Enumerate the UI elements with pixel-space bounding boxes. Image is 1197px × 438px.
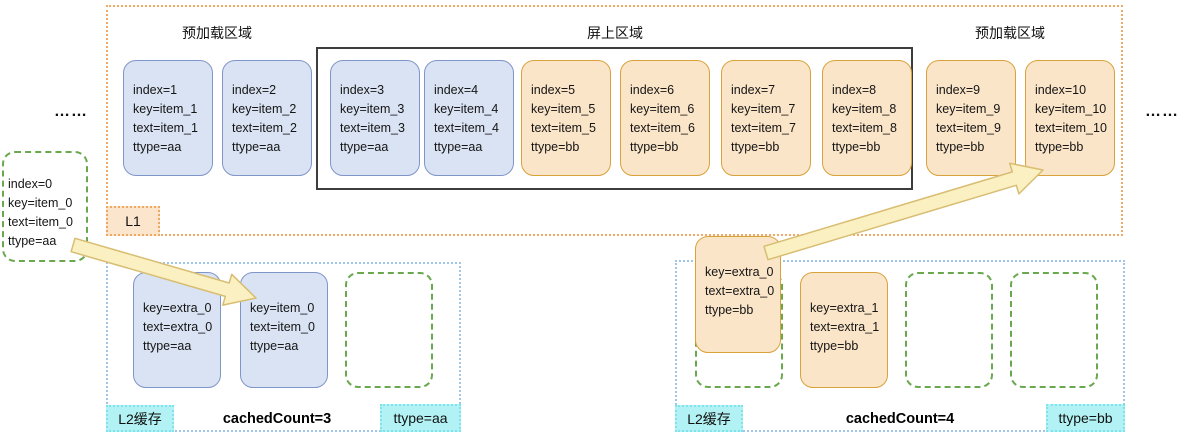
- l1-card-index-3: index=3 key=item_3 text=item_3 ttype=aa: [330, 60, 420, 176]
- card-text-line: ttype=aa: [143, 339, 192, 353]
- card-text-line: ttype=aa: [232, 140, 281, 154]
- card-text-line: text=item_10: [1035, 121, 1107, 135]
- card-text-line: key=item_5: [531, 102, 596, 116]
- card-text-line: index=5: [531, 83, 576, 97]
- card-text-line: index=7: [731, 83, 776, 97]
- card-text-line: ttype=aa: [8, 234, 57, 248]
- cached-count-left: cachedCount=3: [222, 411, 332, 427]
- card-text-line: index=1: [133, 83, 178, 97]
- card-text-line: index=4: [434, 83, 479, 97]
- card-text-line: index=3: [340, 83, 385, 97]
- l2-left-cached-card-0: key=extra_0 text=extra_0 ttype=aa: [133, 272, 221, 388]
- ttype-badge-left: ttype=aa: [380, 404, 461, 432]
- card-text-line: ttype=bb: [531, 140, 580, 154]
- card-text-line: index=6: [630, 83, 675, 97]
- l2-left-empty-slot-2: [345, 272, 433, 388]
- card-text-line: ttype=bb: [810, 339, 859, 353]
- offscreen-card-index-0: index=0 key=item_0 text=item_0 ttype=aa: [2, 151, 88, 262]
- card-text-line: key=item_3: [340, 102, 405, 116]
- card-text-line: key=item_9: [936, 102, 1001, 116]
- card-text-line: ttype=aa: [434, 140, 483, 154]
- l1-card-index-10: index=10 key=item_10 text=item_10 ttype=bb: [1025, 60, 1115, 176]
- ellipsis-right: ……: [1145, 103, 1179, 120]
- card-text-line: ttype=aa: [133, 140, 182, 154]
- preload-area-label-right: 预加载区域: [975, 25, 1045, 41]
- card-text-line: ttype=bb: [731, 140, 780, 154]
- card-text-line: index=9: [936, 83, 981, 97]
- l2-right-overlay-card-extra0: key=extra_0 text=extra_0 ttype=bb: [695, 236, 781, 353]
- card-text-line: text=item_0: [8, 215, 73, 229]
- card-text-line: key=item_10: [1035, 102, 1107, 116]
- card-text-line: text=item_0: [250, 320, 315, 334]
- card-text-line: key=item_7: [731, 102, 796, 116]
- l1-card-index-9: index=9 key=item_9 text=item_9 ttype=bb: [926, 60, 1016, 176]
- card-text-line: text=item_2: [232, 121, 297, 135]
- card-text-line: ttype=bb: [832, 140, 881, 154]
- l2-left-cached-card-1: key=item_0 text=item_0 ttype=aa: [240, 272, 328, 388]
- card-text-line: text=item_1: [133, 121, 198, 135]
- onscreen-area-label: 屏上区域: [587, 25, 643, 41]
- ttype-badge-right: ttype=bb: [1046, 404, 1125, 432]
- card-text-line: index=10: [1035, 83, 1087, 97]
- card-text-line: text=extra_1: [810, 320, 880, 334]
- cached-count-right: cachedCount=4: [845, 411, 955, 427]
- card-text-line: text=item_3: [340, 121, 405, 135]
- l2-right-cached-card-1: key=extra_1 text=extra_1 ttype=bb: [800, 272, 888, 388]
- card-text-line: ttype=bb: [630, 140, 679, 154]
- card-text-line: text=item_7: [731, 121, 796, 135]
- card-text-line: key=item_0: [8, 196, 73, 210]
- l1-card-index-8: index=8 key=item_8 text=item_8 ttype=bb: [822, 60, 912, 176]
- preload-area-label-left: 预加载区域: [182, 25, 252, 41]
- card-text-line: ttype=aa: [250, 339, 299, 353]
- card-text-line: index=8: [832, 83, 877, 97]
- card-text-line: text=item_6: [630, 121, 695, 135]
- l2-right-empty-slot-3: [1010, 272, 1098, 388]
- l1-card-index-5: index=5 key=item_5 text=item_5 ttype=bb: [521, 60, 611, 176]
- card-text-line: text=extra_0: [705, 284, 775, 298]
- card-text-line: index=2: [232, 83, 277, 97]
- l1-card-index-7: index=7 key=item_7 text=item_7 ttype=bb: [721, 60, 811, 176]
- l2-cache-badge-left: L2缓存: [106, 405, 174, 432]
- card-text-line: ttype=aa: [340, 140, 389, 154]
- card-text-line: text=item_5: [531, 121, 596, 135]
- card-text-line: text=item_4: [434, 121, 499, 135]
- card-text-line: key=item_2: [232, 102, 297, 116]
- card-text-line: key=item_6: [630, 102, 695, 116]
- card-text-line: ttype=bb: [705, 303, 754, 317]
- l1-card-index-2: index=2 key=item_2 text=item_2 ttype=aa: [222, 60, 312, 176]
- card-text-line: key=item_1: [133, 102, 198, 116]
- card-text-line: ttype=bb: [1035, 140, 1084, 154]
- card-text-line: index=0: [8, 177, 53, 191]
- card-text-line: key=item_4: [434, 102, 499, 116]
- l1-card-index-6: index=6 key=item_6 text=item_6 ttype=bb: [620, 60, 710, 176]
- card-text-line: key=extra_0: [705, 265, 774, 279]
- card-text-line: text=item_8: [832, 121, 897, 135]
- l1-card-index-4: index=4 key=item_4 text=item_4 ttype=aa: [424, 60, 514, 176]
- card-text-line: key=extra_0: [143, 301, 212, 315]
- l1-badge: L1: [106, 206, 160, 236]
- ellipsis-left: ……: [54, 103, 88, 120]
- card-text-line: ttype=bb: [936, 140, 985, 154]
- l2-cache-badge-right: L2缓存: [675, 405, 743, 432]
- onscreen-area-box: [316, 47, 913, 190]
- card-text-line: text=extra_0: [143, 320, 213, 334]
- card-text-line: key=extra_1: [810, 301, 879, 315]
- l2-right-empty-slot-2: [905, 272, 993, 388]
- card-text-line: text=item_9: [936, 121, 1001, 135]
- card-text-line: key=item_8: [832, 102, 897, 116]
- card-text-line: key=item_0: [250, 301, 315, 315]
- l1-card-index-1: index=1 key=item_1 text=item_1 ttype=aa: [123, 60, 213, 176]
